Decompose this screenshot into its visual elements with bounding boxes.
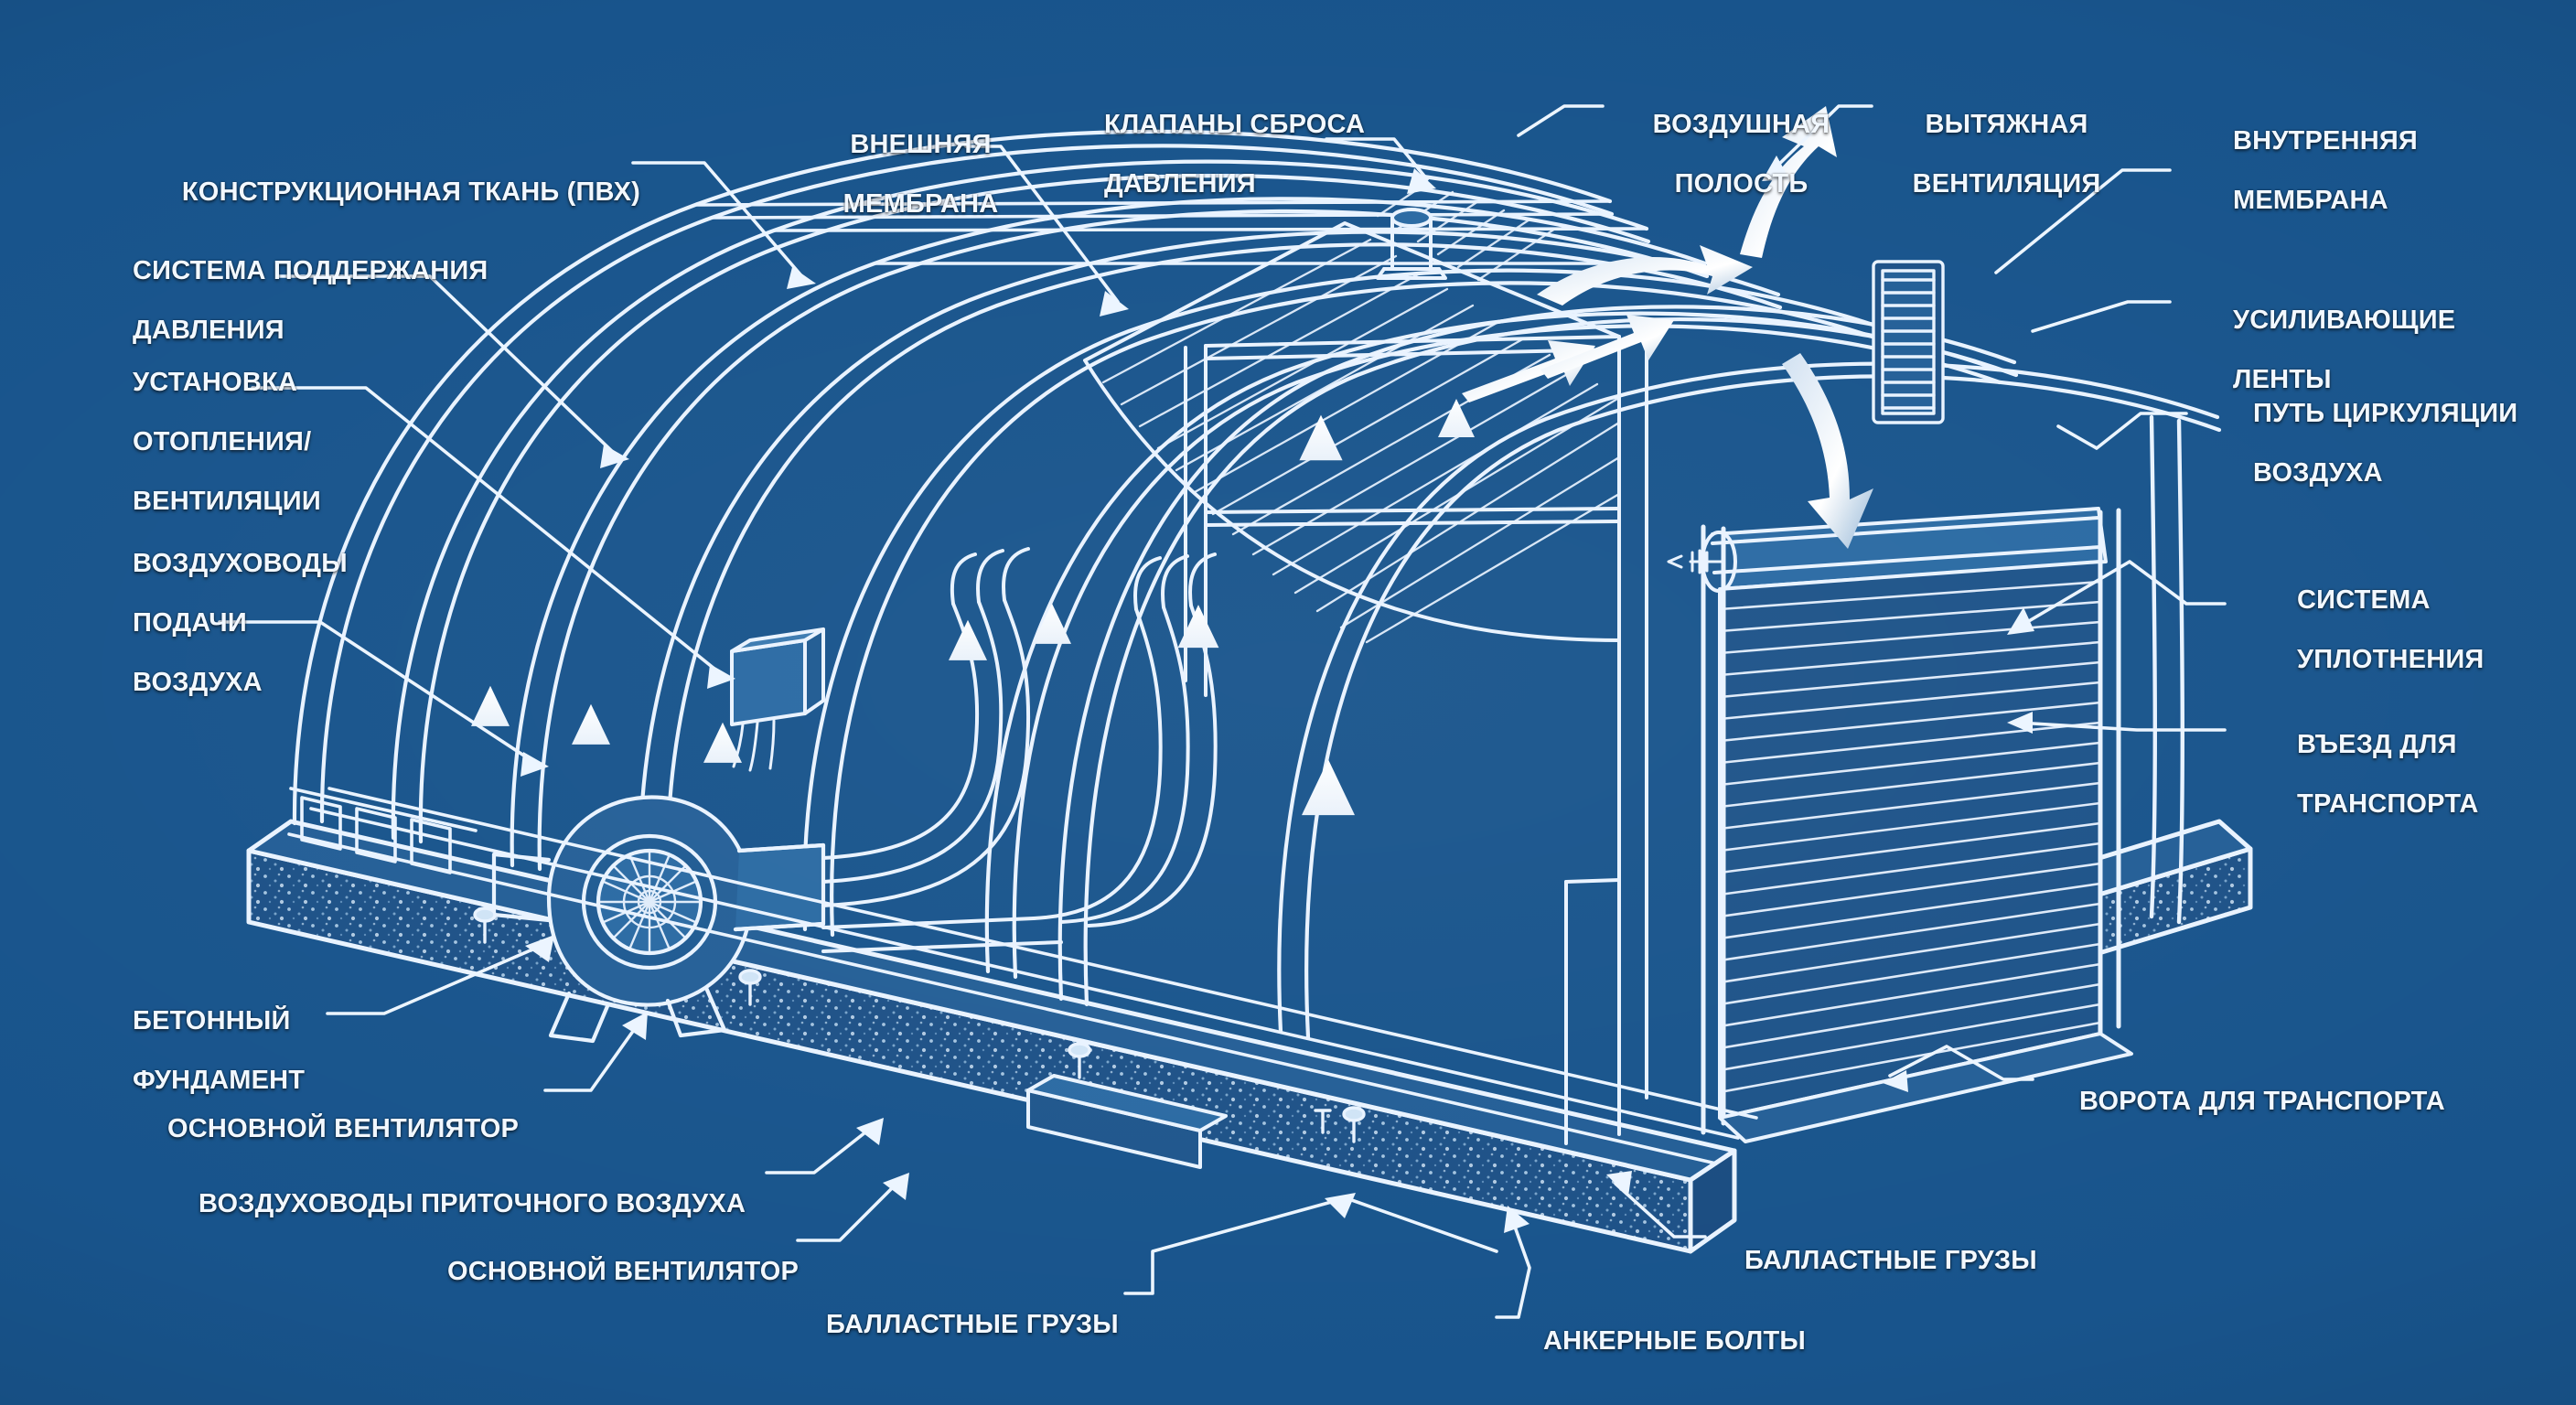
label-heating-unit: УСТАНОВКА ОТОПЛЕНИЯ/ ВЕНТИЛЯЦИИ [133,368,321,517]
label-supply-ducts: ВОЗДУХОВОДЫ ПОДАЧИ ВОЗДУХА [133,549,348,698]
label-ballast-center: БАЛЛАСТНЫЕ ГРУЗЫ [826,1310,1119,1340]
label-intake-ducts: ВОЗДУХОВОДЫ ПРИТОЧНОГО ВОЗДУХА [199,1189,746,1219]
airflow-arrows [471,106,1873,924]
ridge-lines [693,199,1707,265]
label-exhaust-vent: ВЫТЯЖНАЯ ВЕНТИЛЯЦИЯ [1912,110,2101,199]
label-anchor-bolts: АНКЕРНЫЕ БОЛТЫ [1543,1326,1806,1357]
front-curb [1026,1074,1228,1169]
label-vehicle-entry: ВЪЕЗД ДЛЯ ТРАНСПОРТА [2297,730,2479,820]
label-concrete-foundation: БЕТОННЫЙ ФУНДАМЕНТ [133,1006,306,1096]
label-main-fan: ОСНОВНОЙ ВЕНТИЛЯТОР [167,1114,520,1144]
label-relief-valves: КЛАПАНЫ СБРОСА ДАВЛЕНИЯ [1104,110,1366,199]
label-ballast-right: БАЛЛАСТНЫЕ ГРУЗЫ [1744,1246,2037,1276]
label-pressure-system: СИСТЕМА ПОДДЕРЖАНИЯ ДАВЛЕНИЯ [133,256,488,346]
label-inner-membrane: ВНУТРЕННЯЯ МЕМБРАНА [2233,126,2418,216]
right-wall-edge [2149,414,2184,925]
label-main-fan-bottom: ОСНОВНОЙ ВЕНТИЛЯТОР [447,1257,800,1287]
label-sealing-system: СИСТЕМА УПЛОТНЕНИЯ [2297,585,2485,675]
label-outer-membrane: ВНЕШНЯЯ МЕМБРАНА [843,130,999,220]
label-air-circulation: ПУТЬ ЦИРКУЛЯЦИИ ВОЗДУХА [2253,399,2518,488]
louver-vent [1872,260,1945,424]
base-rails [287,787,1758,1165]
base-brackets [289,787,478,874]
roll-up-door [1667,507,2133,1143]
leader-lines [218,104,2227,1319]
anchor-bolts [473,906,1366,1143]
label-air-cavity: ВОЗДУШНАЯ ПОЛОСТЬ [1652,110,1830,199]
label-vehicle-gate: ВОРОТА ДЛЯ ТРАНСПОРТА [2079,1087,2445,1117]
inner-membrane-panel-edge [1083,221,1621,642]
front-gable [1057,305,2019,1007]
relief-valve-stack [1376,208,1447,280]
heater-box [730,627,825,772]
label-reinforcing-straps: УСИЛИВАЮЩИЕ ЛЕНТЫ [2233,306,2456,395]
centrifugal-fan [491,795,826,1044]
label-structural-fabric: КОНСТРУКЦИОННАЯ ТКАНЬ (ПВХ) [181,177,640,208]
